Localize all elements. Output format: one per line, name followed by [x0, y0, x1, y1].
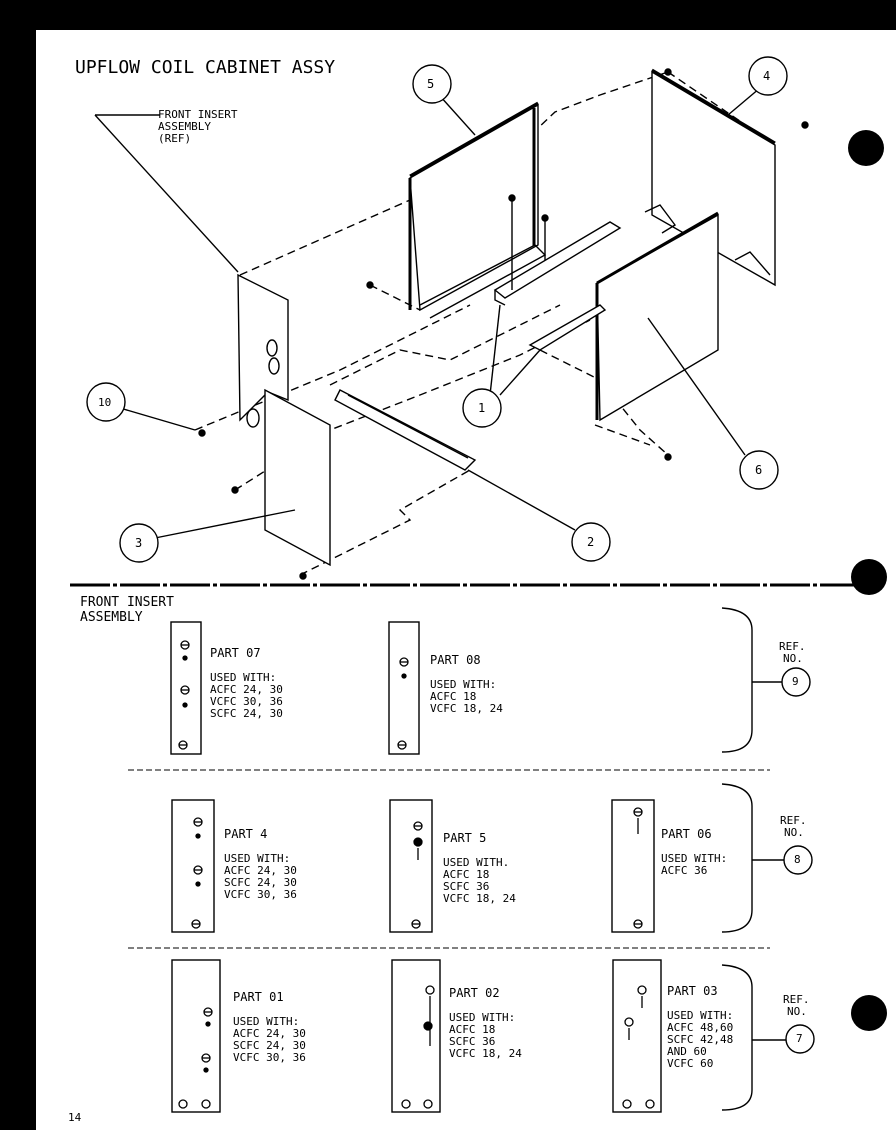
callout-3: 3 [135, 536, 143, 550]
callout-10: 10 [98, 396, 112, 409]
used-with-line: AND 60 [667, 1045, 707, 1058]
used-with-line: USED WITH: [661, 852, 728, 865]
panel-6 [595, 211, 719, 422]
used-with-line: VCFC 30, 36 [233, 1051, 306, 1064]
callout-2: 2 [587, 535, 595, 549]
part-name: PART 02 [449, 986, 500, 1000]
used-with-line: SCFC 24, 30 [210, 707, 283, 720]
used-with-line: SCFC 24, 30 [233, 1039, 306, 1052]
part-name: PART 01 [233, 990, 284, 1004]
used-with-line: USED WITH: [430, 678, 497, 691]
ref-circles [781, 667, 815, 1054]
section-title-line-1: FRONT INSERT [80, 595, 174, 610]
ref-label: REF. [779, 640, 806, 653]
callout-6: 6 [755, 463, 763, 477]
ref-label: REF. [780, 814, 807, 827]
binder-hole-bottom [851, 995, 887, 1031]
ref-number: 7 [796, 1032, 803, 1045]
front-insert-callout-line-3: (REF) [158, 132, 192, 145]
part-name: PART 5 [443, 831, 487, 845]
front-insert-callout-line-1: FRONT INSERT [158, 108, 238, 121]
cabinet-exploded-view [94, 68, 809, 580]
ref-number: 8 [794, 853, 801, 866]
used-with-line: USED WITH: [667, 1009, 734, 1022]
rail-parts-1 [493, 221, 622, 351]
hole-symbols [178, 640, 655, 1109]
leader-lines [94, 87, 761, 539]
page-title: UPFLOW COIL CABINET ASSY [75, 57, 336, 78]
part-name: PART 08 [430, 653, 481, 667]
page-number: 14 [68, 1111, 82, 1124]
used-with-line: USED WITH: [210, 671, 277, 684]
used-with-line: SCFC 42,48 [667, 1033, 734, 1046]
used-with-line: SCFC 36 [443, 880, 490, 893]
used-with-line: USED WITH: [233, 1015, 300, 1028]
callout-circles [86, 56, 788, 563]
screws [198, 68, 809, 580]
used-with-line: VCFC 30, 36 [224, 888, 297, 901]
binder-hole-middle [851, 559, 887, 595]
used-with-line: SCFC 24, 30 [224, 876, 297, 889]
section-title-line-2: ASSEMBLY [80, 610, 143, 625]
front-insert-panel [237, 273, 289, 428]
part-name: PART 07 [210, 646, 261, 660]
used-with-line: VCFC 18, 24 [443, 892, 516, 905]
callout-1: 1 [478, 401, 486, 415]
part-name: PART 03 [667, 984, 718, 998]
used-with-line: USED WITH. [443, 856, 510, 869]
ref-number: 9 [792, 675, 799, 688]
rail-part-2 [334, 389, 477, 471]
front-insert-callout-line-2: ASSEMBLY [158, 120, 211, 133]
used-with-line: USED WITH: [449, 1011, 516, 1024]
ref-label: NO. [783, 652, 803, 665]
used-with-line: VCFC 18, 24 [430, 702, 503, 715]
used-with-line: VCFC 18, 24 [449, 1047, 522, 1060]
used-with-line: ACFC 24, 30 [224, 864, 297, 877]
insert-strips [170, 621, 662, 1113]
used-with-line: ACFC 24, 30 [210, 683, 283, 696]
ref-label: NO. [784, 826, 804, 839]
used-with-line: ACFC 18 [449, 1023, 496, 1036]
used-with-line: VCFC 60 [667, 1057, 714, 1070]
used-with-line: ACFC 48,60 [667, 1021, 734, 1034]
binder-hole-top [848, 130, 884, 166]
part-name: PART 06 [661, 827, 712, 841]
callout-4: 4 [763, 69, 771, 83]
ref-braces [721, 607, 786, 1111]
used-with-line: ACFC 36 [661, 864, 708, 877]
used-with-line: SCFC 36 [449, 1035, 496, 1048]
used-with-line: ACFC 18 [430, 690, 477, 703]
ref-label: REF. [783, 993, 810, 1006]
used-with-line: USED WITH: [224, 852, 291, 865]
ref-label: NO. [787, 1005, 807, 1018]
used-with-line: VCFC 30, 36 [210, 695, 283, 708]
part-name: PART 4 [224, 827, 268, 841]
panel-5 [408, 101, 547, 319]
used-with-line: ACFC 24, 30 [233, 1027, 306, 1040]
callout-5: 5 [427, 77, 435, 91]
panel-3 [264, 388, 331, 567]
used-with-line: ACFC 18 [443, 868, 490, 881]
